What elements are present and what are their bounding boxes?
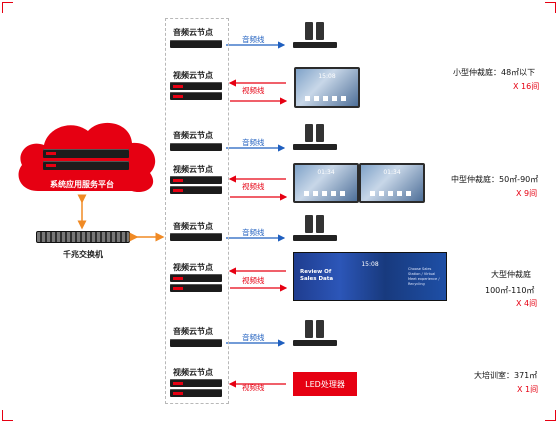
video-link-label: 视频线 <box>242 276 265 285</box>
led-processor: LED处理器 <box>293 372 357 396</box>
room-training-count: X 1间 <box>517 385 539 394</box>
room-medium-name: 中型仲裁庭：50㎡-90㎡ <box>451 175 539 184</box>
audio-node-device <box>170 233 222 241</box>
video-node-label: 视频云节点 <box>173 368 213 377</box>
corner-top-left <box>2 2 13 13</box>
audio-link-label: 音频线 <box>242 228 265 237</box>
video-node-device <box>170 176 222 184</box>
medium-room-display-left: 01:34 <box>293 163 359 203</box>
audio-node-device <box>170 143 222 151</box>
video-node-device <box>170 92 222 100</box>
platform-label: 系统应用服务平台 <box>50 180 114 189</box>
audio-link-label: 音频线 <box>242 35 265 44</box>
corner-bottom-right <box>545 410 556 421</box>
gigabit-switch <box>36 231 130 243</box>
display-clock: 01:34 <box>317 169 335 176</box>
audio-node-label: 音频云节点 <box>173 131 213 140</box>
audio-node-label: 音频云节点 <box>173 222 213 231</box>
video-node-device <box>170 186 222 194</box>
corner-top-right <box>545 2 556 13</box>
audio-node-label: 音频云节点 <box>173 327 213 336</box>
display-clock: 15:08 <box>318 73 336 80</box>
room-large-name: 大型仲裁庭 <box>491 270 531 279</box>
video-link-label: 视频线 <box>242 383 265 392</box>
room-training-name: 大培训室：371㎡ <box>474 371 538 380</box>
video-link-label: 视频线 <box>242 182 265 191</box>
wall-side-text: Choose Sales Station / Virtual Meet expe… <box>408 267 440 286</box>
video-node-device <box>170 274 222 282</box>
video-node-label: 视频云节点 <box>173 71 213 80</box>
wall-clock: 15:08 <box>361 261 379 268</box>
room-large-count: X 4间 <box>516 299 538 308</box>
audio-node-device <box>170 339 222 347</box>
corner-bottom-left <box>2 410 13 421</box>
audio-link-label: 音频线 <box>242 333 265 342</box>
switch-label: 千兆交换机 <box>63 250 103 259</box>
node-column <box>165 18 229 404</box>
room-large-area: 100㎡-110㎡ <box>485 286 535 295</box>
video-node-label: 视频云节点 <box>173 263 213 272</box>
medium-room-display-right: 01:34 <box>359 163 425 203</box>
small-room-display: 15:08 <box>294 67 360 108</box>
room-small-name: 小型仲裁庭：48㎡以下 <box>453 68 536 77</box>
video-node-device <box>170 389 222 397</box>
platform-server-1 <box>43 149 129 158</box>
video-node-device <box>170 379 222 387</box>
video-link-label: 视频线 <box>242 86 265 95</box>
display-clock: 01:34 <box>383 169 401 176</box>
video-node-device <box>170 82 222 90</box>
platform-server-2 <box>43 161 129 170</box>
audio-node-device <box>170 40 222 48</box>
room-small-count: X 16间 <box>513 82 540 91</box>
audio-node-label: 音频云节点 <box>173 28 213 37</box>
video-node-device <box>170 284 222 292</box>
video-node-label: 视频云节点 <box>173 165 213 174</box>
large-room-video-wall: 15:08 Review Of Sales Data Choose Sales … <box>293 252 447 301</box>
room-medium-count: X 9间 <box>516 189 538 198</box>
wall-title: Review Of Sales Data <box>300 269 334 282</box>
audio-link-label: 音频线 <box>242 138 265 147</box>
